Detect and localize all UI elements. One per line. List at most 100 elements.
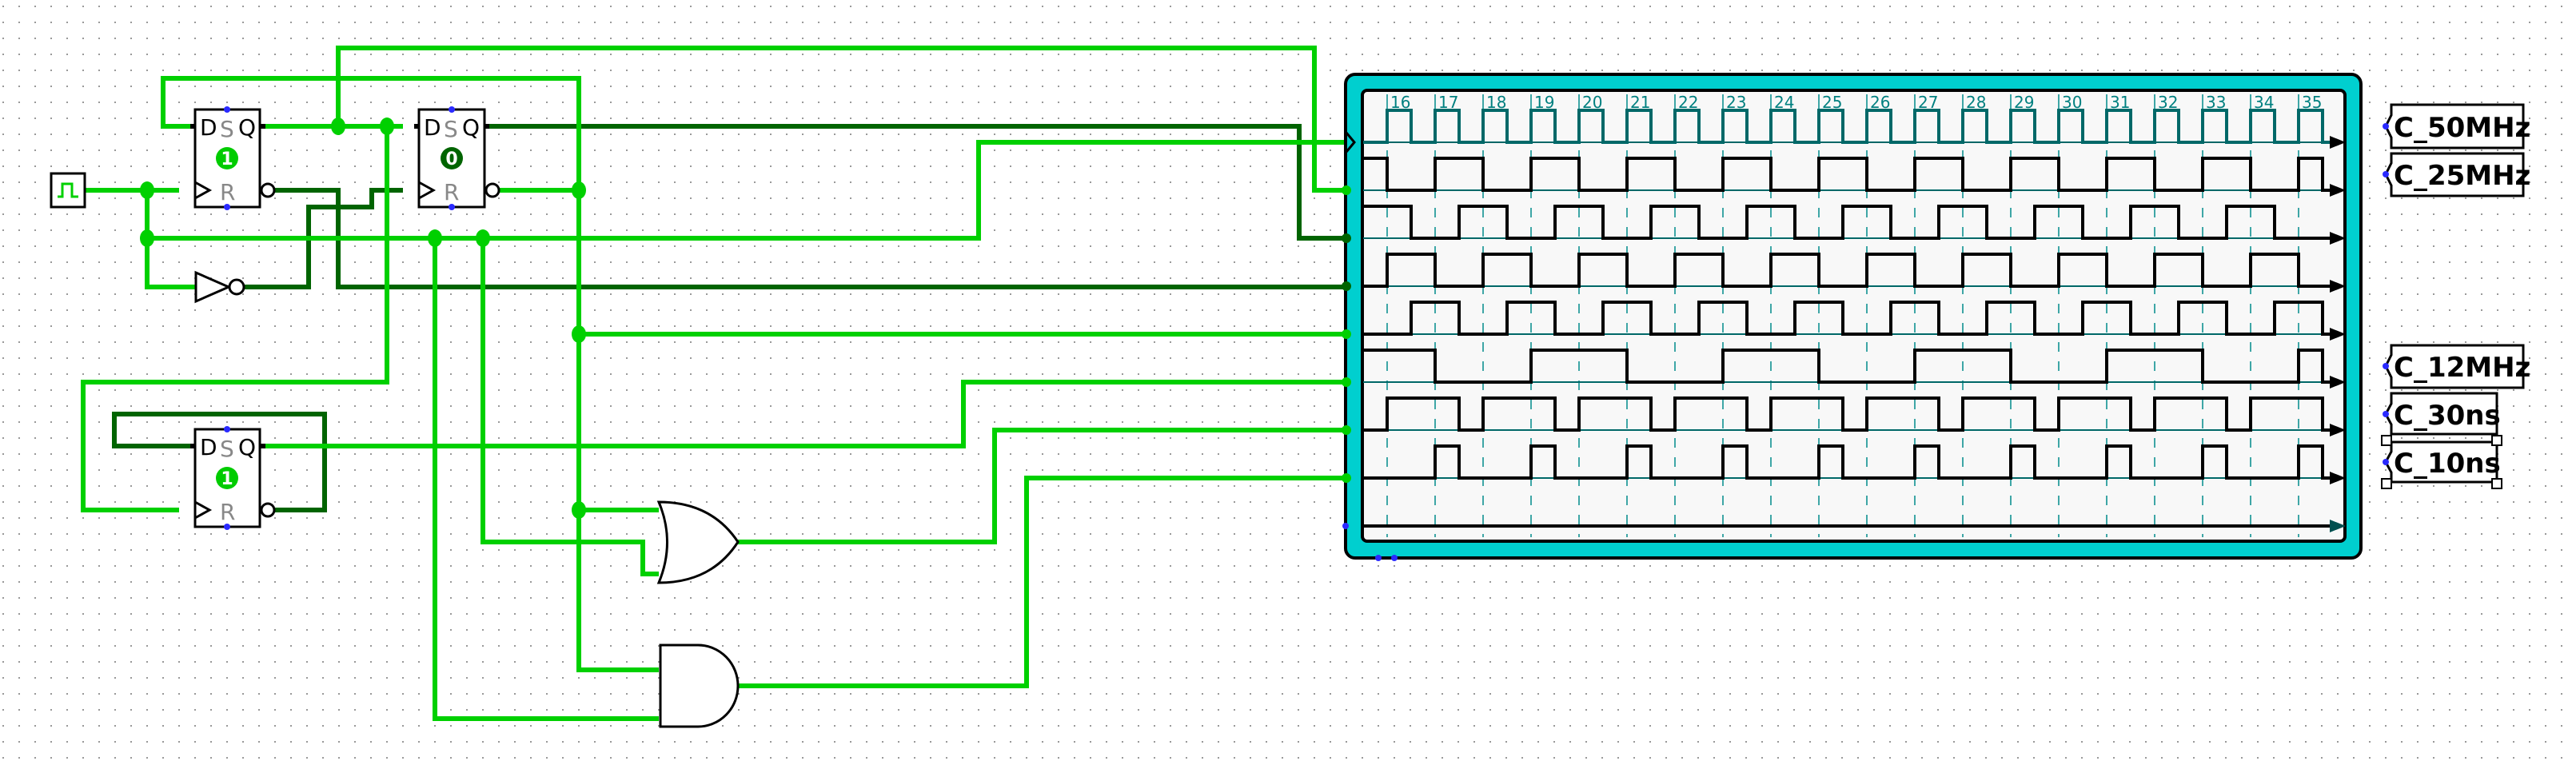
signal-waveform [1363, 157, 2333, 192]
wire-or-output[interactable] [738, 428, 1346, 544]
signal-waveform [1363, 301, 2333, 336]
input-pin[interactable] [1342, 329, 1351, 339]
ff-s-label: S [220, 436, 234, 462]
timing-diagram-plot [1361, 89, 2347, 543]
wire-clock-to-and[interactable] [433, 238, 659, 721]
set-pin[interactable] [224, 106, 230, 113]
junction [428, 229, 442, 247]
wire-ff3-feedback[interactable] [112, 412, 327, 512]
input-pin[interactable] [1342, 425, 1351, 435]
tunnel-label: C_30ns [2394, 400, 2501, 432]
ff-d-label: D [200, 114, 217, 141]
tunnel-c-25mhz[interactable]: C_25MHz [2383, 152, 2530, 197]
arrow-right-icon [2330, 424, 2346, 436]
ff-state: 0 [445, 149, 457, 169]
input-pin[interactable] [1342, 281, 1351, 291]
set-pin[interactable] [449, 106, 455, 113]
wire-clock-to-panel[interactable] [147, 140, 1346, 241]
panel-pin[interactable] [1375, 555, 1382, 561]
junction [572, 325, 586, 343]
arrow-right-icon [2330, 376, 2346, 388]
input-pin[interactable] [1342, 233, 1351, 243]
clock-waveform [1363, 109, 2333, 144]
qbar-bubble-icon [260, 182, 276, 198]
ff-state-indicator [216, 467, 238, 489]
reset-pin[interactable] [449, 204, 455, 210]
wire-ff1-q-to-panel[interactable] [336, 46, 1346, 193]
qbar-bubble-icon [260, 502, 276, 518]
qbar-bubble-icon [484, 182, 500, 198]
wire-ff2-q[interactable] [484, 124, 1346, 241]
d-flip-flop-2[interactable]: D S Q 0 R [414, 106, 500, 210]
junction [476, 229, 490, 247]
and-gate[interactable] [659, 643, 740, 728]
wires-high [81, 46, 1346, 721]
square-wave-icon [58, 182, 78, 198]
wire-ff1-q-to-ff3-clk[interactable] [81, 126, 389, 512]
input-pin[interactable] [1342, 377, 1351, 387]
arrow-right-icon [2330, 280, 2346, 293]
wire-not-output[interactable] [245, 188, 403, 289]
ff-state-indicator [441, 147, 463, 169]
tunnel-label: C_10ns [2394, 448, 2501, 480]
wire-feedback-to-ff1-d[interactable] [161, 76, 659, 672]
clock-source[interactable] [50, 172, 86, 209]
junction [380, 118, 394, 135]
d-flip-flop-1[interactable]: D S Q 1 R [190, 106, 276, 210]
wire-clock-to-or[interactable] [481, 238, 659, 576]
tunnel-c-10ns[interactable]: C_10ns [2381, 435, 2502, 489]
not-gate[interactable] [194, 270, 245, 304]
clock-triangle-icon [418, 181, 437, 200]
arrow-right-icon [2330, 328, 2346, 341]
wire-ff3-q[interactable] [260, 380, 1346, 448]
tunnel-c-50mhz[interactable]: C_50MHz [2383, 103, 2530, 149]
ff-q-label: Q [238, 434, 256, 460]
selection-handles[interactable] [2381, 435, 2502, 489]
ff-q-label: Q [462, 114, 480, 141]
wire-and-output[interactable] [738, 476, 1346, 688]
inverter-bubble-icon [228, 278, 245, 296]
ff-r-label: R [444, 179, 459, 205]
ff-state: 1 [221, 469, 233, 489]
input-pin[interactable] [1342, 473, 1351, 483]
panel-pin[interactable] [1342, 523, 1349, 529]
signal-waveform [1363, 396, 2333, 432]
junction [140, 181, 154, 199]
ff-s-label: S [444, 116, 458, 142]
arrow-right-icon [2330, 520, 2346, 532]
signal-waveform [1363, 349, 2333, 384]
panel-pin[interactable] [1391, 555, 1398, 561]
reset-pin[interactable] [224, 204, 230, 210]
arrow-right-icon [2330, 136, 2346, 149]
junction [572, 181, 586, 199]
arrow-right-icon [2330, 232, 2346, 245]
tunnel-label: C_12MHz [2394, 352, 2530, 384]
ff-state-indicator [216, 147, 238, 169]
tunnel-c-30ns[interactable]: C_30ns [2383, 392, 2501, 436]
ff-r-label: R [220, 499, 235, 525]
signal-waveform [1363, 444, 2333, 480]
wire-clock-to-not[interactable] [145, 190, 196, 289]
reset-pin[interactable] [224, 524, 230, 530]
ff-q-label: Q [238, 114, 256, 141]
ff-state: 1 [221, 149, 233, 169]
arrow-right-icon [2330, 184, 2346, 197]
junction [331, 118, 345, 135]
junction [572, 501, 586, 519]
ff-d-label: D [424, 114, 441, 141]
input-pin[interactable] [1342, 185, 1351, 195]
wire-junctions [140, 118, 586, 519]
tunnel-c-12mhz[interactable]: C_12MHz [2383, 344, 2530, 389]
ff-s-label: S [220, 116, 234, 142]
set-pin[interactable] [224, 426, 230, 432]
clock-triangle-icon [194, 181, 213, 200]
clock-input-triangle-icon [1345, 132, 1356, 153]
ff-r-label: R [220, 179, 235, 205]
tunnel-label: C_25MHz [2394, 160, 2530, 192]
clock-triangle-icon [194, 500, 213, 520]
d-flip-flop-3[interactable]: D S Q 1 R [190, 426, 276, 530]
or-gate[interactable] [656, 500, 740, 584]
arrow-right-icon [2330, 472, 2346, 484]
